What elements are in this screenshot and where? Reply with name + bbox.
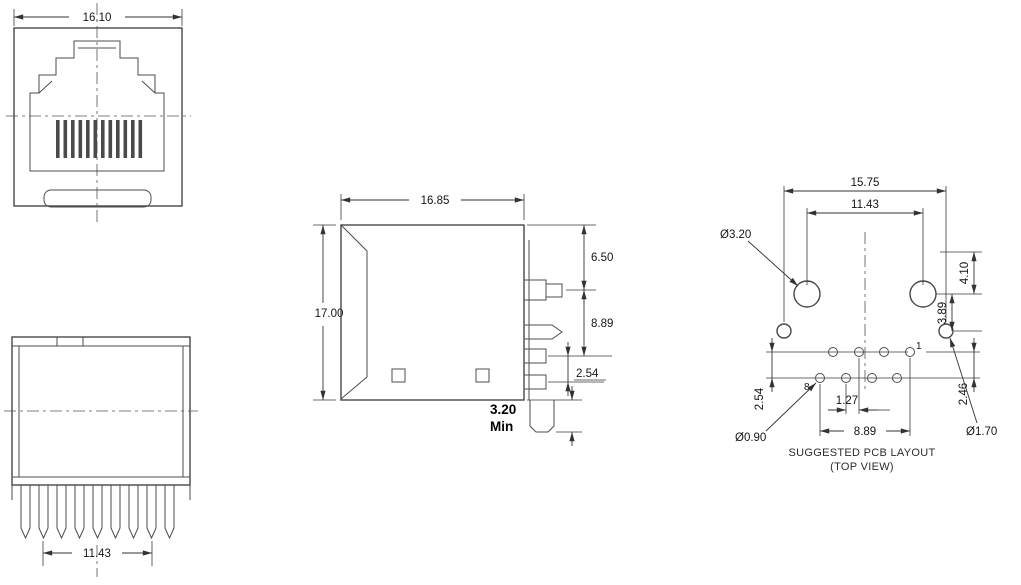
pcb-layout-view: 1 8 15.75 11.43 Ø3.20 4.10 3.89 2.46 2.5… xyxy=(720,177,997,473)
front-view: 16.10 xyxy=(6,3,191,223)
pin-hole-7 xyxy=(828,347,838,357)
pin-hole-6 xyxy=(841,373,851,383)
contact-finger xyxy=(123,120,128,158)
contact-finger xyxy=(71,120,75,158)
pin-hole-5 xyxy=(854,347,864,357)
contact-finger xyxy=(78,120,83,158)
side-view: 16.85 17.00 6.50 8.89 2.54 3. xyxy=(313,194,613,446)
contact-finger xyxy=(86,120,90,158)
contact-prongs xyxy=(20,485,175,540)
panel-pin-base xyxy=(523,279,547,301)
pcb-dim-2-46: 2.46 xyxy=(958,383,970,405)
shield-hole-left xyxy=(776,323,792,339)
leader-line xyxy=(747,240,799,287)
side-wedge-right xyxy=(141,80,156,94)
mounting-peg xyxy=(529,400,555,433)
leader-line xyxy=(765,382,817,432)
jack-opening-outline xyxy=(29,40,165,172)
shield-hole-right xyxy=(938,323,954,339)
pcb-post-span-dim: 11.43 xyxy=(851,199,879,211)
side-height-dim: 17.00 xyxy=(315,308,344,320)
side-body-outline xyxy=(340,224,525,401)
side-stubs xyxy=(11,485,191,500)
solder-leg-lower xyxy=(523,374,547,390)
bottom-view: 11.43 xyxy=(4,336,198,577)
front-face-bevel xyxy=(340,224,368,400)
contact-finger xyxy=(93,120,98,158)
contact-finger xyxy=(138,120,143,158)
peg-length-dim: 3.20 xyxy=(490,402,516,417)
front-body-outline xyxy=(13,27,183,207)
top-notch xyxy=(56,336,84,347)
pin-hole-8 xyxy=(815,373,825,383)
solder-leg-upper xyxy=(523,348,547,364)
pcb-pin-field-dim: 8.89 xyxy=(854,426,876,438)
side-depth-dim: 16.85 xyxy=(421,195,450,207)
post-dia-label: Ø3.20 xyxy=(720,229,751,241)
front-bottom-bar xyxy=(43,189,152,208)
contact-finger xyxy=(63,120,68,158)
leader-line xyxy=(949,337,978,424)
side-pin-pitch-dim: 2.54 xyxy=(576,368,599,380)
pin-hole-3 xyxy=(879,347,889,357)
pcb-outer-span-dim: 15.75 xyxy=(851,177,880,189)
contact-finger xyxy=(101,120,105,158)
pin-hole-1 xyxy=(905,347,915,357)
pcb-caption-line1: SUGGESTED PCB LAYOUT xyxy=(789,447,936,459)
body-window-right xyxy=(475,368,490,383)
peg-length-min-label: Min xyxy=(490,419,513,434)
pin-hole-2 xyxy=(892,373,902,383)
body-window-left xyxy=(391,368,406,383)
pcb-col-pitch-dim: 1.27 xyxy=(836,395,858,407)
board-latch xyxy=(524,324,563,340)
pin-hole-4 xyxy=(867,373,877,383)
shield-hole-dia-label: Ø1.70 xyxy=(966,426,997,438)
pcb-row-pitch-dim: 2.54 xyxy=(754,387,766,410)
contact-finger xyxy=(131,120,135,158)
side-pin-drop-dim: 8.89 xyxy=(591,318,613,330)
pin-hole-dia-label: Ø0.90 xyxy=(735,432,766,444)
contact-finger xyxy=(56,120,60,158)
contact-finger xyxy=(108,120,113,158)
front-width-dim: 16.10 xyxy=(83,12,112,24)
pcb-caption-line2: (TOP VIEW) xyxy=(830,461,894,473)
side-pin-offset-dim: 6.50 xyxy=(591,252,613,264)
panel-pin-tip xyxy=(545,283,563,298)
contact-finger xyxy=(116,120,120,158)
pin8-label: 8 xyxy=(804,382,810,393)
side-wedge-left xyxy=(38,80,53,94)
contact-fingers xyxy=(56,120,143,158)
pcb-dim-3-89: 3.89 xyxy=(937,302,949,324)
pcb-dim-4-10: 4.10 xyxy=(959,262,971,284)
pin1-label: 1 xyxy=(916,341,922,352)
